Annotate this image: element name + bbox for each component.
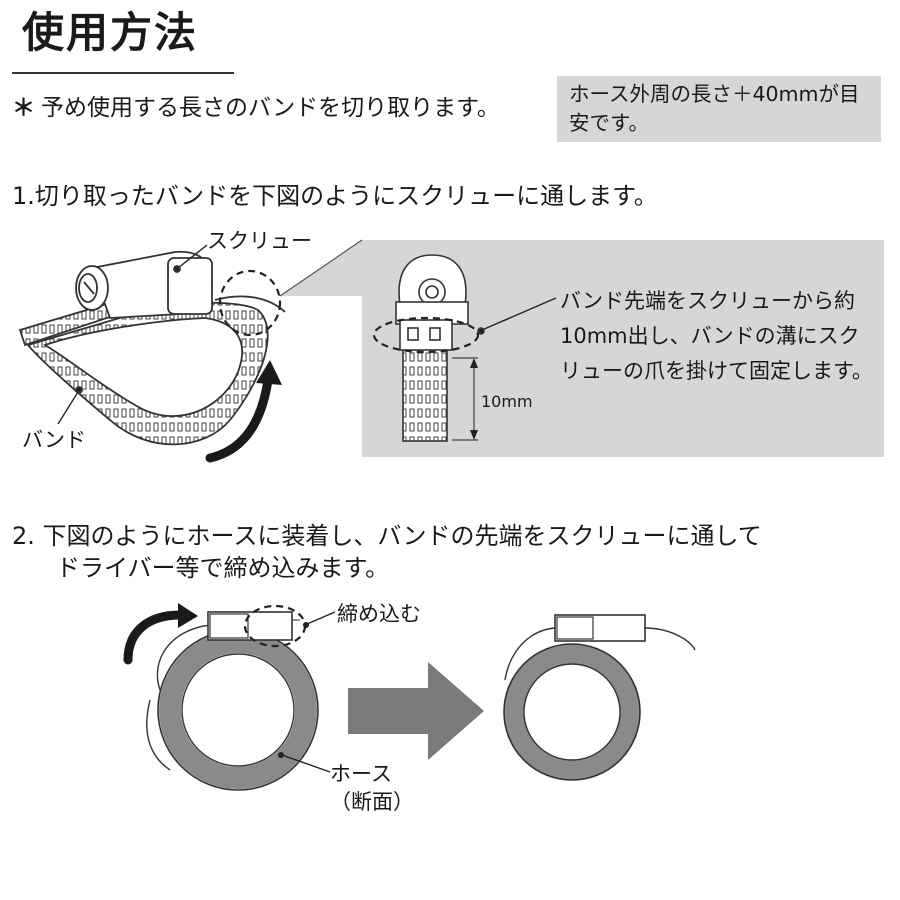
cross-section-label: （断面） xyxy=(330,790,414,814)
preparation-note-text: 予め使用する長さのバンドを切り取ります。 xyxy=(41,95,500,121)
step-2-line-1: 2. 下図のようにホースに装着し、バンドの先端をスクリューに通して xyxy=(12,522,762,550)
measure-label: 10mm xyxy=(481,392,533,411)
step-2-line-2: ドライバー等で締め込みます。 xyxy=(56,554,390,582)
band-tip-detail-illustration xyxy=(372,254,557,442)
page-title: 使用方法 xyxy=(22,8,199,57)
preparation-note: ＊予め使用する長さのバンドを切り取ります。 xyxy=(12,88,500,122)
asterisk-icon: ＊ xyxy=(12,95,35,121)
title-underline xyxy=(12,72,234,74)
arrow-right-icon xyxy=(348,662,484,760)
hose-before-tightening-illustration xyxy=(123,603,336,791)
length-hint-box: ホース外周の長さ＋40mmが目安です。 xyxy=(557,76,881,142)
band-through-screw-illustration xyxy=(18,244,286,463)
hose-cross-section-label: ホース （断面） xyxy=(330,760,414,816)
step-2-heading: 2. 下図のようにホースに装着し、バンドの先端をスクリューに通して ドライバー等… xyxy=(12,520,762,584)
hose-label: ホース xyxy=(330,762,392,786)
length-hint-text: ホース外周の長さ＋40mmが目安です。 xyxy=(569,82,860,135)
hose-after-tightening-illustration xyxy=(503,614,696,781)
band-label: バンド xyxy=(22,428,87,452)
screw-label: スクリュー xyxy=(207,229,312,253)
tighten-label: 締め込む xyxy=(337,602,421,626)
step-1-heading: 1.切り取ったバンドを下図のようにスクリューに通します。 xyxy=(12,182,658,210)
band-tip-callout: バンド先端をスクリューから約10mm出し、バンドの溝にスクリューの爪を掛けて固定… xyxy=(560,289,873,383)
